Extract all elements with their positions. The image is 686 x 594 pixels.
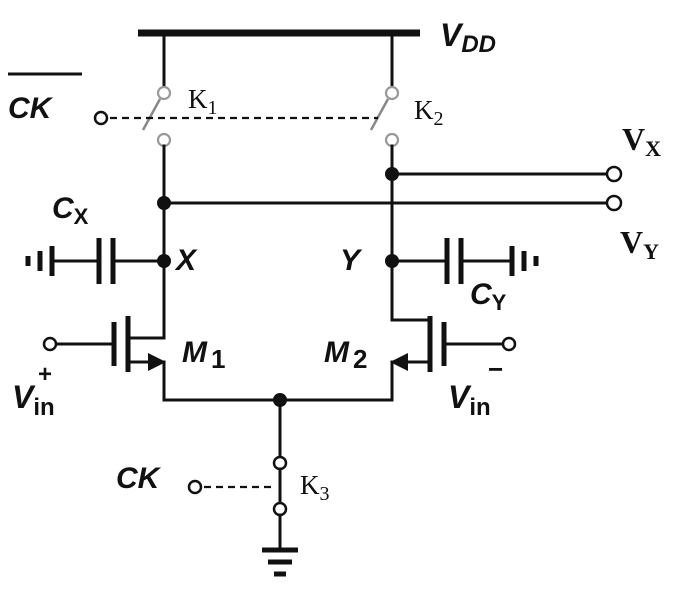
vinn-sup: −	[488, 354, 503, 384]
vinn-terminal	[501, 336, 517, 352]
ck-label: CK	[116, 462, 162, 495]
vinp-label: Vin	[12, 379, 55, 421]
cy-label: CY	[470, 278, 507, 315]
transistor-m1	[55, 316, 166, 402]
vx-terminal	[605, 165, 623, 183]
ck-terminal	[187, 479, 203, 495]
k2-label: K2	[414, 95, 444, 130]
ground-symbol	[262, 513, 298, 577]
node-x-label: X	[174, 244, 198, 277]
cx-label: CX	[52, 192, 89, 229]
node-y-label: Y	[340, 244, 363, 277]
vinn-label: Vin	[448, 379, 491, 421]
k3-label: K3	[300, 470, 330, 505]
switch-k2	[369, 85, 400, 148]
ckbar-label: CK	[8, 92, 54, 125]
vinp-sup: +	[38, 361, 52, 388]
capacitor-cy	[390, 238, 539, 284]
ckbar-terminal	[93, 110, 109, 126]
vdd-label: VDD	[440, 17, 496, 58]
vy-label: VY	[620, 224, 659, 264]
vy-terminal	[605, 194, 623, 212]
switch-k1	[141, 85, 172, 148]
switch-k3	[272, 455, 288, 517]
transistor-m2	[390, 316, 504, 402]
k1-label: K1	[188, 84, 218, 119]
vinp-terminal	[42, 336, 58, 352]
capacitor-cx	[25, 238, 166, 284]
vx-label: VX	[622, 121, 661, 161]
